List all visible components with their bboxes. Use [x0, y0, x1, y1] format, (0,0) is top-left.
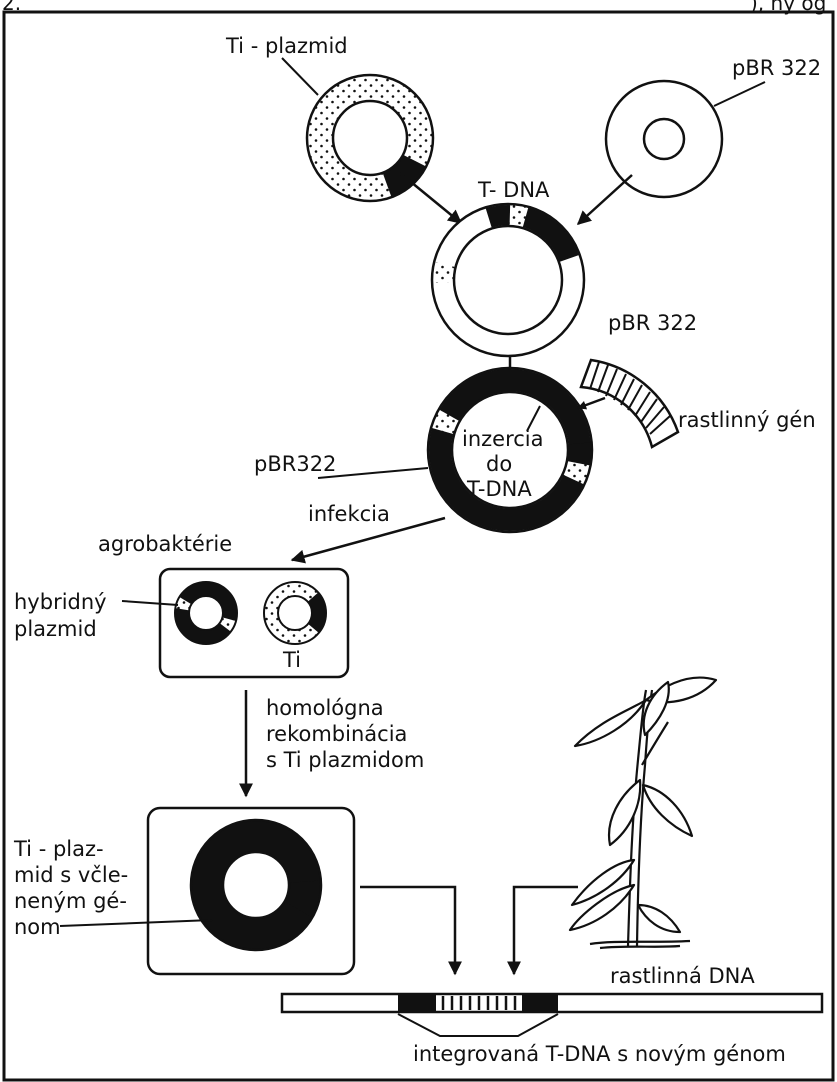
arrow-pbr-to-cointegrate: [578, 175, 632, 224]
header-fragment-right: ), ny og: [750, 0, 826, 15]
cointegrate-plasmid: [432, 204, 584, 356]
ti-plasmid-with-gene: [191, 820, 321, 950]
ti-with-gene-label-2: mid s včle-: [14, 863, 128, 887]
integration-bracket: [398, 1014, 558, 1036]
header-fragment-left: 2.: [2, 0, 21, 15]
hybrid-plasmid-small: [175, 582, 237, 644]
recombination-line-2: rekombinácia: [266, 722, 407, 746]
ti-with-gene-label-3: neným gé-: [14, 889, 127, 913]
recombination-line-1: homológna: [266, 696, 384, 720]
arrow-ti-to-cointegrate: [400, 173, 461, 223]
hybrid-plasmid-label-2: plazmid: [14, 617, 97, 641]
hybrid-plasmid-label-1: hybridný: [14, 590, 107, 614]
plant-gene-label: rastlinný gén: [678, 408, 816, 432]
chromosome-with-t-dna: [282, 994, 822, 1012]
ti-small-label: Ti: [282, 648, 301, 672]
arrow-plant-to-dna: [514, 887, 578, 974]
arrow-ti-to-dna: [360, 887, 455, 974]
t-dna-label: T- DNA: [477, 178, 550, 202]
pbr322-top-label: pBR 322: [732, 56, 821, 80]
plant-dna-label: rastlinná DNA: [610, 964, 755, 988]
plant-illustration: [570, 678, 716, 948]
ti-plasmid: [307, 75, 433, 201]
ti-plasmid-small: [264, 582, 326, 644]
ti-with-gene-label-1: Ti - plaz-: [13, 837, 104, 861]
pbr322-plasmid: [606, 81, 722, 197]
recombination-line-3: s Ti plazmidom: [266, 748, 424, 772]
plant-gene-fragment: [581, 360, 678, 447]
insertion-line-3: T-DNA: [466, 477, 532, 501]
ti-with-gene-label-4: nom: [14, 915, 61, 939]
insertion-line-2: do: [486, 452, 512, 476]
agrobacteria-label: agrobaktérie: [98, 532, 232, 556]
infection-label: infekcia: [308, 502, 390, 526]
integrated-t-dna-label: integrovaná T-DNA s novým génom: [413, 1042, 786, 1066]
ti-plasmid-label: Ti - plazmid: [225, 34, 348, 58]
pbr322-left-label: pBR322: [254, 452, 336, 476]
insertion-line-1: inzercia: [462, 427, 544, 451]
pbr322-mid-label: pBR 322: [608, 311, 697, 335]
